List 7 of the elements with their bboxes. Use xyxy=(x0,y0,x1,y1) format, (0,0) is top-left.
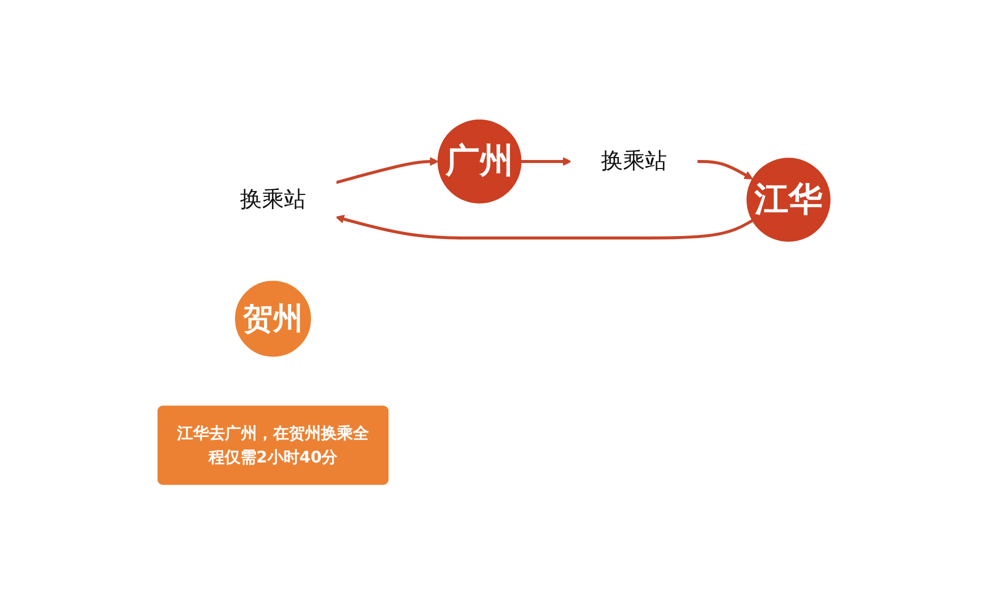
arrow xyxy=(336,156,438,184)
node-text: 换乘站 xyxy=(601,148,667,174)
node-circle: 贺州 xyxy=(235,280,311,357)
arrow xyxy=(521,156,572,166)
arrow xyxy=(697,160,753,180)
node-text: 换乘站 xyxy=(240,187,306,212)
arrow xyxy=(336,214,754,240)
